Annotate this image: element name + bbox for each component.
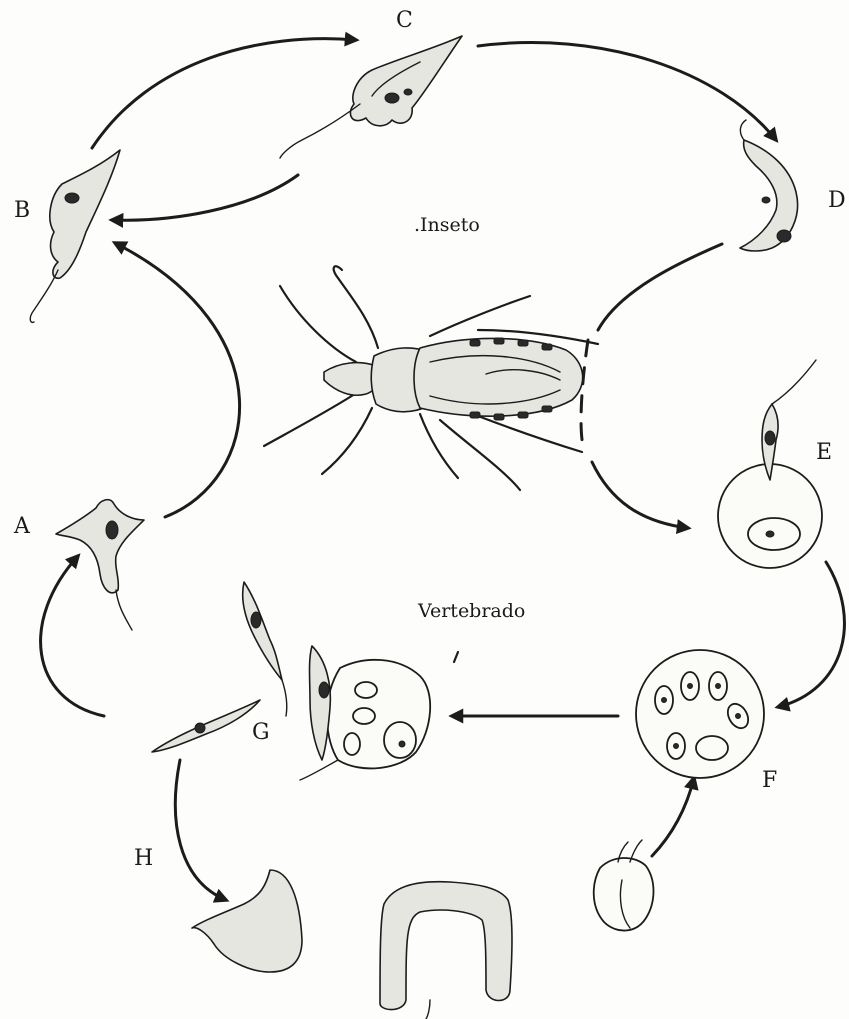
arrow-insect-to-e bbox=[592, 462, 688, 528]
label-b: B bbox=[14, 200, 30, 222]
heart-organ bbox=[594, 840, 654, 931]
arrow-insect-dashed-link bbox=[581, 340, 588, 450]
cell-f bbox=[636, 650, 764, 778]
label-g: G bbox=[252, 722, 270, 744]
label-d: D bbox=[828, 190, 846, 212]
arrow-g-to-h bbox=[175, 760, 226, 900]
parasite-d bbox=[740, 120, 798, 251]
section-vertebrate-label: Vertebrado bbox=[418, 602, 525, 621]
colon-organ bbox=[380, 882, 512, 1019]
parasite-e bbox=[718, 360, 822, 568]
arrow-d-to-insect bbox=[598, 244, 722, 330]
parasite-c bbox=[280, 36, 462, 158]
label-e: E bbox=[816, 442, 832, 464]
label-h: H bbox=[134, 848, 153, 870]
insect-illustration bbox=[264, 266, 598, 490]
cell-g bbox=[152, 582, 430, 780]
label-f: F bbox=[762, 770, 777, 792]
arrow-g-to-a bbox=[41, 556, 104, 716]
esophagus-organ bbox=[192, 870, 302, 972]
label-c: C bbox=[396, 10, 413, 32]
label-a: A bbox=[14, 516, 30, 538]
arrow-e-to-f bbox=[778, 562, 844, 707]
section-insect-label: .Inseto bbox=[414, 216, 480, 235]
arrow-a-to-b bbox=[115, 243, 240, 517]
arrow-c-to-d bbox=[478, 42, 776, 140]
arrow-heart-to-f bbox=[652, 778, 694, 856]
parasite-b bbox=[30, 150, 120, 322]
arrow-c-to-b bbox=[112, 175, 298, 220]
